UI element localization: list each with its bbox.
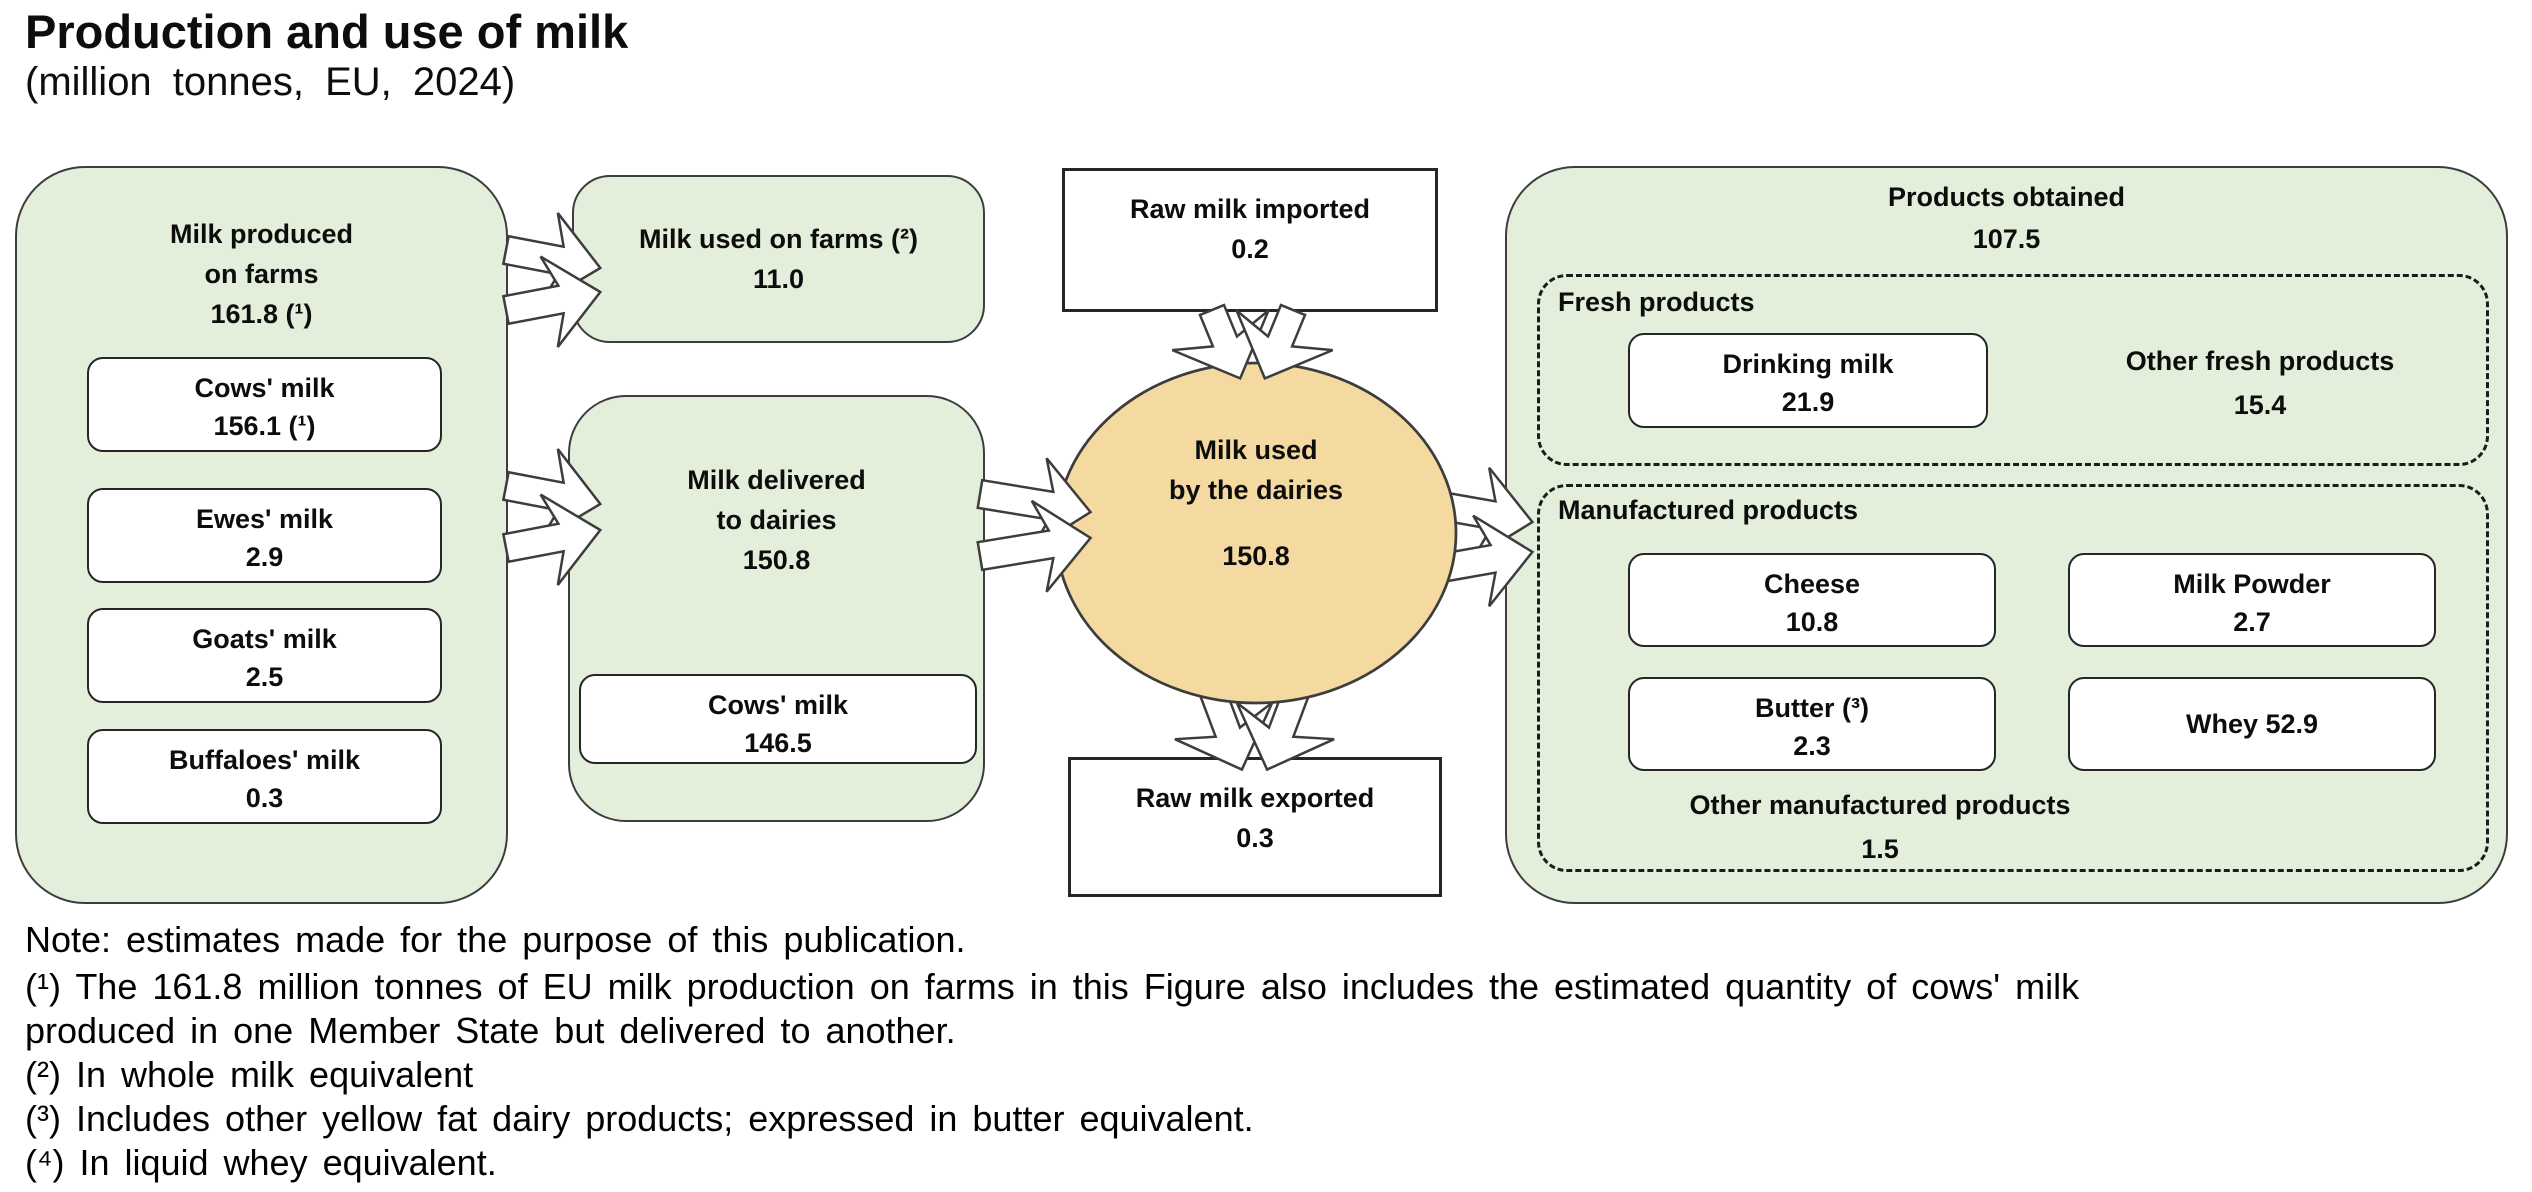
footnote-3: (³) Includes other yellow fat dairy prod… <box>25 1098 1254 1139</box>
milk-produced-line2: on farms <box>204 259 319 289</box>
footnote-2: (²) In whole milk equivalent <box>25 1054 474 1095</box>
milk-delivered-line1: Milk delivered <box>687 465 866 495</box>
products-obtained-value: 107.5 <box>1972 224 2041 254</box>
products-obtained-box: Products obtained 107.5 Fresh products D… <box>1505 166 2508 904</box>
fresh-products-label: Fresh products <box>1558 287 1755 317</box>
raw-milk-exported-box: Raw milk exported 0.3 <box>1068 757 1442 897</box>
milk-delivered-header: Milk delivered to dairies 150.8 <box>570 460 983 580</box>
footnote-1-line1: (¹) The 161.8 million tonnes of EU milk … <box>25 966 2080 1007</box>
notes-block: Note: estimates made for the purpose of … <box>25 918 2515 1185</box>
arrow-delivered-to-dairies-lower <box>976 499 1093 593</box>
milk-produced-value: 161.8 (¹) <box>210 299 313 329</box>
ewes-milk-label: Ewes' milk <box>196 504 333 534</box>
milk-used-on-farms-box: Milk used on farms (²) 11.0 <box>572 175 985 343</box>
raw-milk-exported-value: 0.3 <box>1236 823 1274 853</box>
raw-milk-imported-label: Raw milk imported <box>1129 194 1371 224</box>
ewes-milk-value: 2.9 <box>245 542 284 572</box>
raw-milk-exported-label: Raw milk exported <box>1135 783 1375 813</box>
cows-milk-card: Cows' milk 156.1 (¹) <box>87 357 442 452</box>
milk-powder-card: Milk Powder 2.7 <box>2068 553 2436 647</box>
delivered-cows-milk-value: 146.5 <box>744 728 812 758</box>
buffaloes-milk-card: Buffaloes' milk 0.3 <box>87 729 442 824</box>
fresh-products-group: Fresh products Drinking milk 21.9 Other … <box>1537 274 2489 466</box>
goats-milk-card: Goats' milk 2.5 <box>87 608 442 703</box>
buffaloes-milk-label: Buffaloes' milk <box>169 745 360 775</box>
arrow-delivered-to-dairies-upper <box>976 457 1093 551</box>
dairies-value: 150.8 <box>1222 541 1290 571</box>
milk-powder-label: Milk Powder <box>2173 569 2331 599</box>
whey-label: Whey 52.9 <box>2185 709 2319 739</box>
other-fresh-products-label: Other fresh products <box>2125 346 2395 376</box>
dairies-line1: Milk used <box>1194 435 1318 465</box>
milk-delivered-value: 150.8 <box>742 545 811 575</box>
milk-delivered-box: Milk delivered to dairies 150.8 Cows' mi… <box>568 395 985 822</box>
milk-produced-on-farms-box: Milk produced on farms 161.8 (¹) Cows' m… <box>15 166 508 904</box>
cheese-card: Cheese 10.8 <box>1628 553 1996 647</box>
footnote-1-line2: produced in one Member State but deliver… <box>25 1010 956 1051</box>
whey-card: Whey 52.9 <box>2068 677 2436 771</box>
buffaloes-milk-value: 0.3 <box>245 783 284 813</box>
milk-produced-line1: Milk produced <box>169 219 353 249</box>
manufactured-products-group: Manufactured products Cheese 10.8 Milk P… <box>1537 484 2489 872</box>
milk-used-by-dairies-label: Milk used by the dairies 150.8 <box>1106 430 1406 576</box>
other-manufactured-products-label: Other manufactured products <box>1689 790 2071 820</box>
dairies-line2: by the dairies <box>1168 475 1344 505</box>
milk-used-on-farms-label: Milk used on farms (²) <box>638 224 919 254</box>
drinking-milk-card: Drinking milk 21.9 <box>1628 333 1988 428</box>
products-obtained-label: Products obtained <box>1887 182 2125 212</box>
other-fresh-products: Other fresh products 15.4 <box>2050 339 2470 427</box>
cheese-label: Cheese <box>1763 569 1861 599</box>
delivered-cows-milk-card: Cows' milk 146.5 <box>579 674 977 764</box>
milk-used-on-farms-value: 11.0 <box>752 264 805 294</box>
footnote-4: (⁴) In liquid whey equivalent. <box>25 1142 497 1183</box>
note-line: Note: estimates made for the purpose of … <box>25 919 966 960</box>
butter-card: Butter (³) 2.3 <box>1628 677 1996 771</box>
raw-milk-imported-value: 0.2 <box>1231 234 1269 264</box>
milk-produced-header: Milk produced on farms 161.8 (¹) <box>17 214 506 334</box>
ewes-milk-card: Ewes' milk 2.9 <box>87 488 442 583</box>
milk-powder-value: 2.7 <box>2233 607 2271 637</box>
butter-value: 2.3 <box>1793 731 1831 761</box>
butter-label: Butter (³) <box>1755 693 1869 723</box>
milk-delivered-line2: to dairies <box>716 505 837 535</box>
goats-milk-value: 2.5 <box>245 662 284 692</box>
manufactured-products-label: Manufactured products <box>1558 495 1859 525</box>
cheese-value: 10.8 <box>1785 607 1839 637</box>
delivered-cows-milk-label: Cows' milk <box>708 690 848 720</box>
other-manufactured-products: Other manufactured products 1.5 <box>1580 783 2180 871</box>
products-obtained-header: Products obtained 107.5 <box>1507 176 2506 260</box>
other-fresh-products-value: 15.4 <box>2233 390 2287 420</box>
cows-milk-label: Cows' milk <box>194 373 335 403</box>
cows-milk-value: 156.1 (¹) <box>213 411 316 441</box>
drinking-milk-value: 21.9 <box>1781 387 1835 417</box>
goats-milk-label: Goats' milk <box>192 624 337 654</box>
page-title: Production and use of milk <box>25 5 629 58</box>
other-manufactured-products-value: 1.5 <box>1861 834 1899 864</box>
drinking-milk-label: Drinking milk <box>1722 349 1894 379</box>
raw-milk-imported-box: Raw milk imported 0.2 <box>1062 168 1438 312</box>
page-subtitle: (million tonnes, EU, 2024) <box>25 60 516 104</box>
